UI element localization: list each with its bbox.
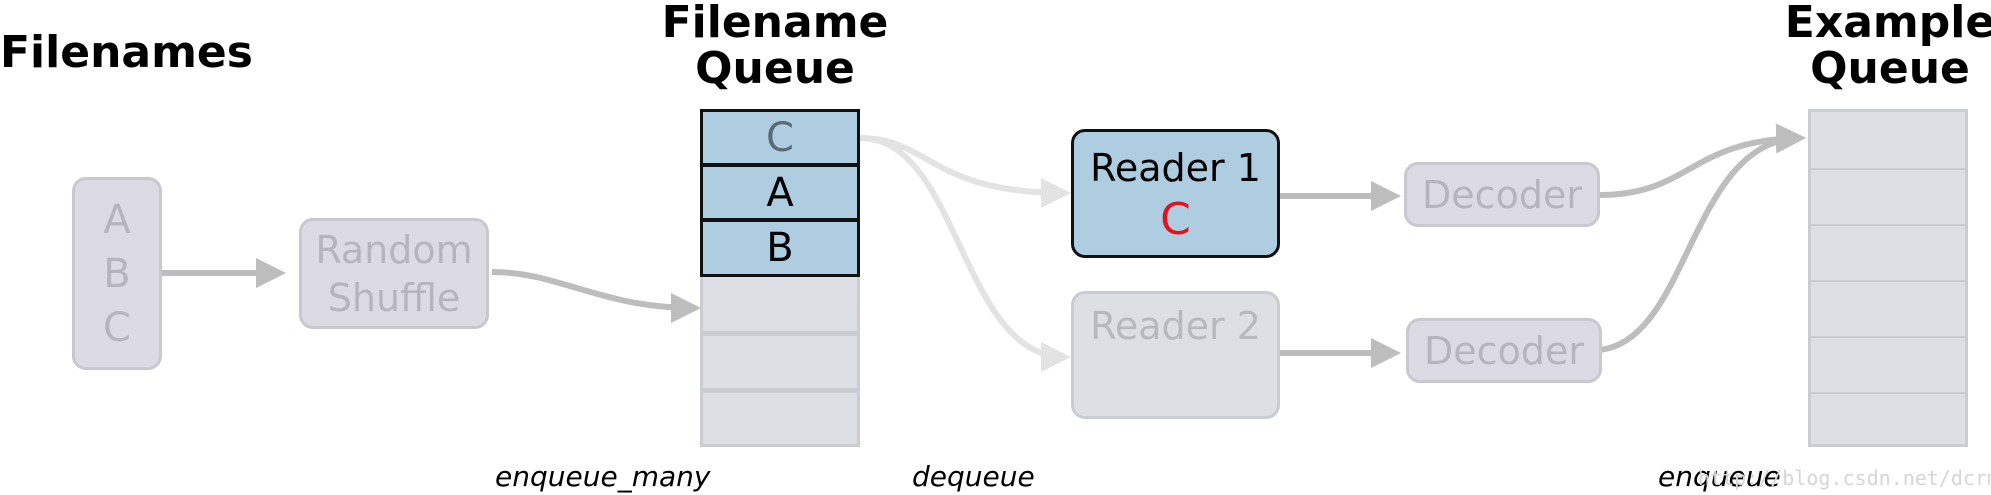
reader-2-box: Reader 2 — [1071, 291, 1280, 419]
filename-queue-heading: Filename Queue — [640, 0, 910, 92]
random-shuffle-line1: Random — [315, 227, 473, 272]
arrow-shuffle-to-queue — [491, 269, 701, 323]
example-queue-divider — [1811, 224, 1965, 226]
reader-2-label: Reader 2 — [1090, 304, 1261, 348]
dequeue-caption: dequeue — [912, 460, 1035, 493]
example-queue-divider — [1811, 280, 1965, 282]
arrow-dequeue-to-reader2 — [859, 135, 1071, 372]
queue-slot-filled: C — [700, 109, 860, 166]
arrow-decoder1-to-example-queue — [1599, 123, 1806, 198]
random-shuffle-box: Random Shuffle — [299, 218, 489, 329]
example-queue-heading: Example Queue — [1770, 0, 1991, 92]
queue-slot-empty — [700, 334, 860, 391]
reader-1-label: Reader 1 — [1090, 145, 1261, 190]
reader-1-current-file: C — [1160, 193, 1191, 245]
watermark: http://blog.csdn.net/dcrmg — [1698, 466, 1991, 490]
filename-queue-heading-line1: Filename — [661, 0, 889, 48]
decoder-2-label: Decoder — [1424, 328, 1584, 373]
filename-item: A — [103, 196, 131, 243]
example-queue — [1808, 109, 1968, 447]
random-shuffle-line2: Shuffle — [327, 275, 461, 320]
enqueue-many-caption: enqueue_many — [495, 460, 711, 493]
decoder-1-box: Decoder — [1404, 162, 1600, 227]
example-queue-heading-line2: Queue — [1810, 43, 1970, 94]
filename-queue: C A B — [700, 109, 860, 447]
queue-slot-filled: B — [700, 219, 860, 277]
filename-item: B — [103, 250, 131, 297]
example-queue-divider — [1811, 392, 1965, 394]
example-queue-heading-line1: Example — [1784, 0, 1991, 48]
filename-item: C — [103, 304, 131, 351]
decoder-2-box: Decoder — [1406, 318, 1602, 383]
example-queue-divider — [1811, 336, 1965, 338]
enqueue-caption: enqueue — [1658, 460, 1781, 493]
queue-slot-filled: A — [700, 164, 860, 221]
reader-1-box: Reader 1 C — [1071, 129, 1280, 258]
queue-slot-empty — [700, 391, 860, 447]
filename-queue-heading-line2: Queue — [695, 43, 855, 94]
filenames-box: A B C — [72, 177, 162, 370]
example-queue-divider — [1811, 168, 1965, 170]
queue-slot-empty — [700, 277, 860, 334]
decoder-1-label: Decoder — [1422, 172, 1582, 217]
arrow-decoder2-to-example-queue — [1599, 123, 1806, 353]
filenames-heading: Filenames — [0, 27, 253, 78]
